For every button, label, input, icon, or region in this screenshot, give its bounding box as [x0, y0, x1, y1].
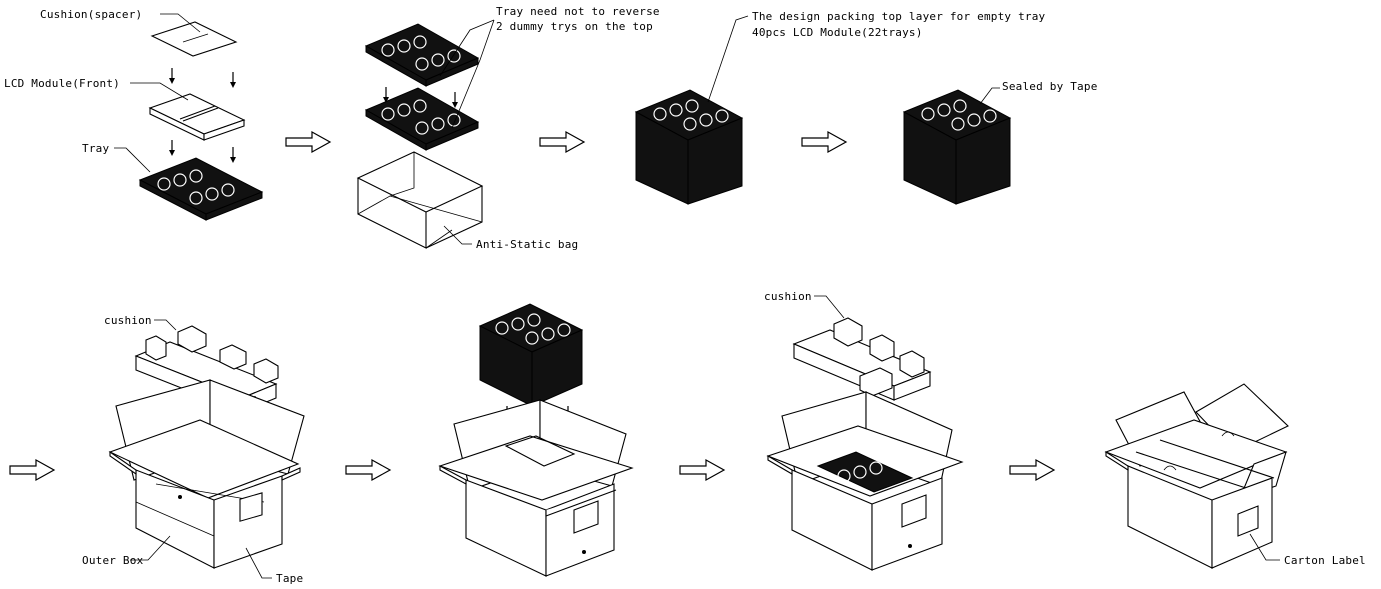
- step-3-packed-stack: [636, 16, 748, 204]
- outer-box-2: [440, 400, 632, 576]
- anti-static-bag-label: Anti-Static bag: [476, 238, 578, 251]
- carton-label-label: Carton Label: [1284, 554, 1366, 567]
- step-6-stack-into-box: [440, 304, 632, 576]
- right-arrow-icon: [286, 132, 330, 152]
- design-note-line2: 40pcs LCD Module(22trays): [752, 26, 923, 39]
- right-arrow-icon: [802, 132, 846, 152]
- tray-note-line2: 2 dummy trys on the top: [496, 20, 653, 33]
- design-note-line1: The design packing top layer for empty t…: [752, 10, 1046, 23]
- outer-box-1: [110, 380, 304, 568]
- lcd-module-front: [150, 94, 244, 140]
- step-2-trays-into-bag: [358, 20, 494, 248]
- cushion-spacer-label: Cushion(spacer): [40, 8, 142, 21]
- tray-black: [140, 158, 262, 220]
- right-arrow-icon: [1010, 460, 1054, 480]
- dummy-tray-second: [366, 88, 478, 150]
- step-7-top-cushion: [768, 296, 962, 570]
- cushion-label-2: cushion: [764, 290, 812, 303]
- right-arrow-icon: [540, 132, 584, 152]
- right-arrow-icon: [346, 460, 390, 480]
- tray-note-line1: Tray need not to reverse: [496, 5, 660, 18]
- step-4-sealed-stack: [904, 88, 1010, 204]
- sealed-by-tape-label: Sealed by Tape: [1002, 80, 1098, 93]
- cushion-insert-2: [794, 318, 930, 400]
- anti-static-bag: [358, 152, 482, 248]
- step-1-tray-stack: [114, 14, 262, 220]
- step-5-outer-box: [110, 320, 304, 578]
- right-arrow-icon: [10, 460, 54, 480]
- outer-box-label: Outer Box: [82, 554, 144, 567]
- outer-box-3: [768, 392, 962, 570]
- cushion-label-1: cushion: [104, 314, 152, 327]
- lcd-module-front-label: LCD Module(Front): [4, 77, 120, 90]
- tray-label: Tray: [82, 142, 109, 155]
- step-8-sealed-carton: [1106, 384, 1288, 568]
- right-arrow-icon: [680, 460, 724, 480]
- tape-label: Tape: [276, 572, 303, 585]
- dummy-tray-top: [366, 24, 478, 86]
